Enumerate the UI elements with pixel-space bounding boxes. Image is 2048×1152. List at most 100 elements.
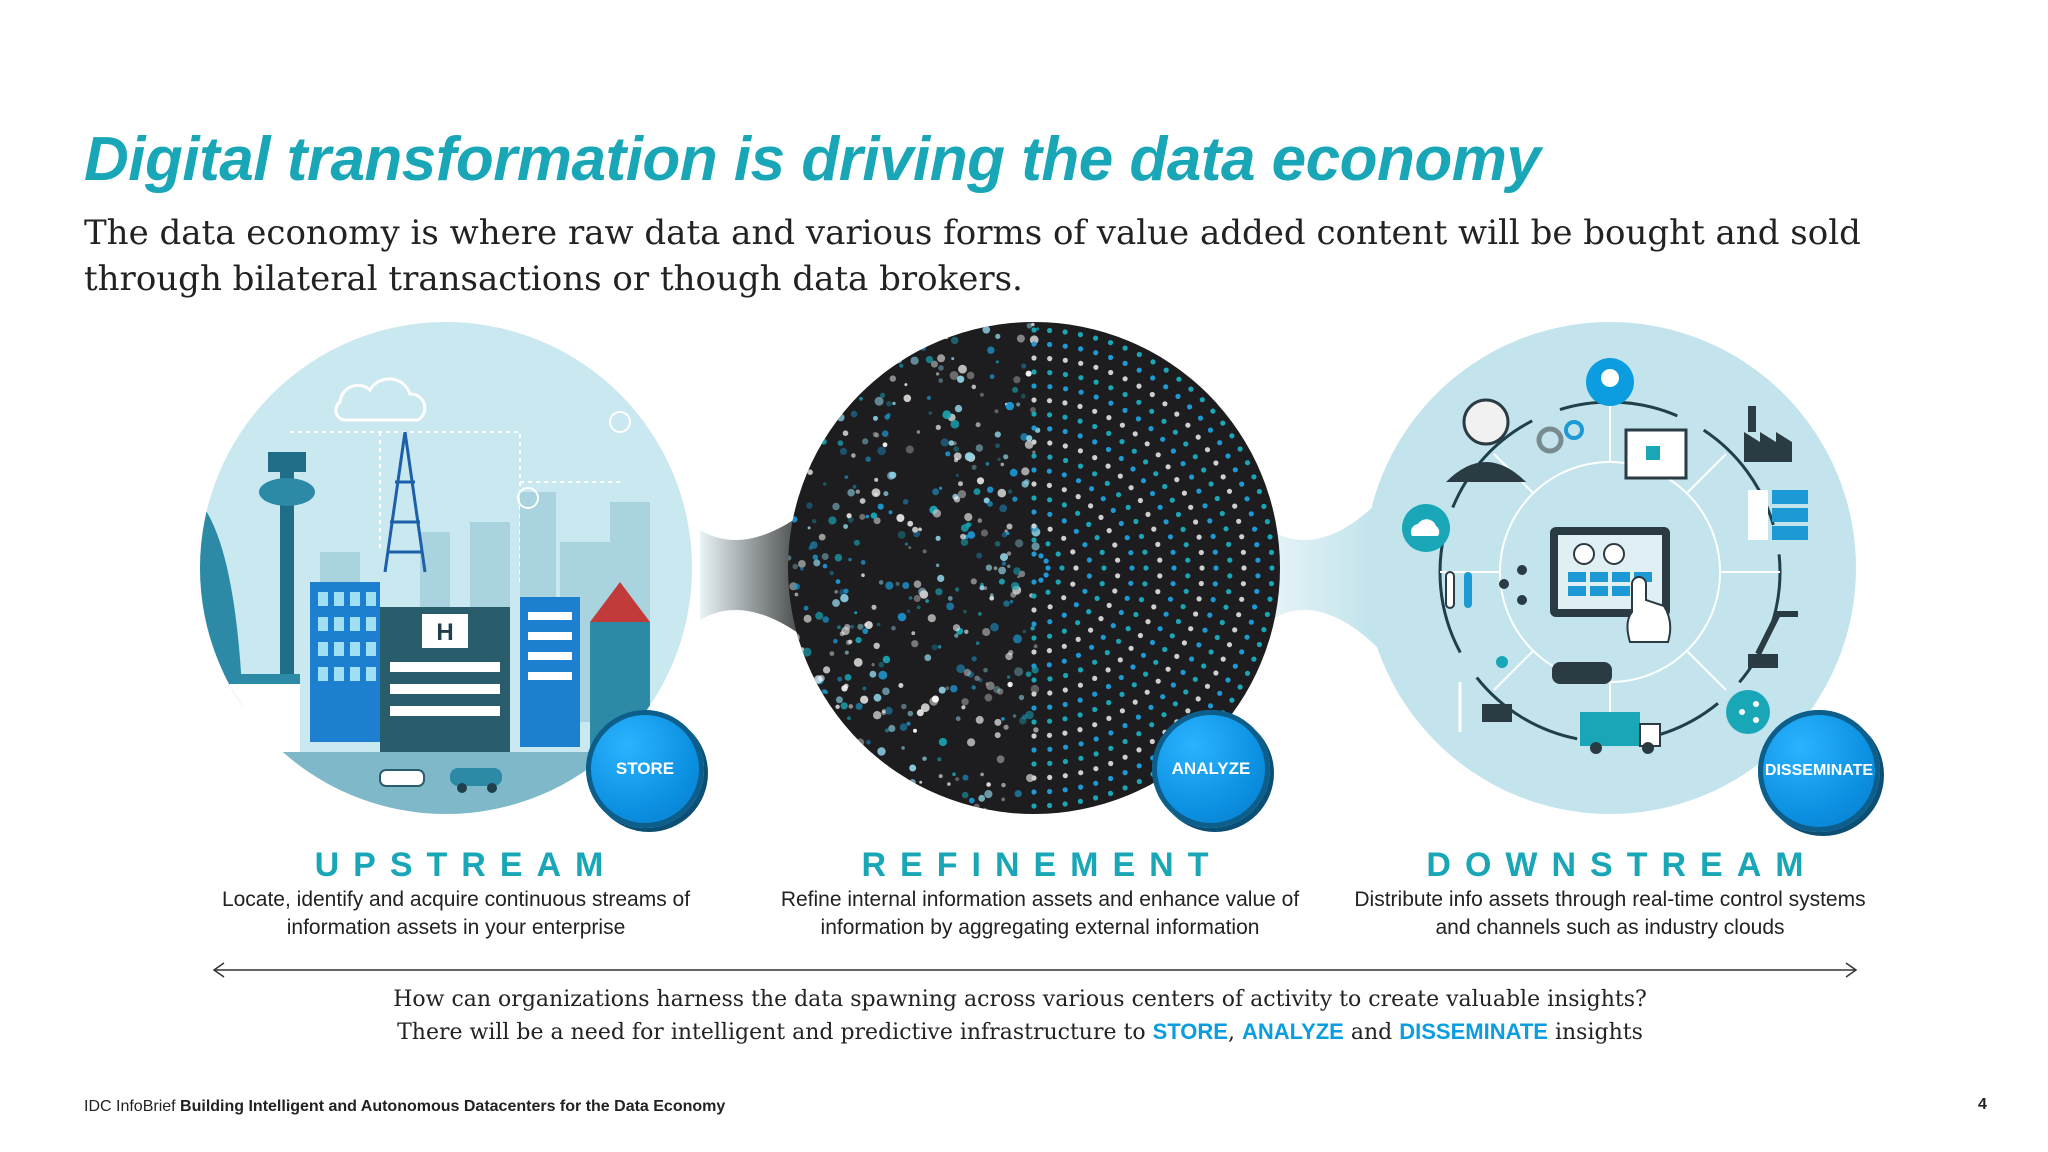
data-dot	[1185, 573, 1191, 579]
data-dot	[1137, 497, 1143, 504]
data-dot	[1125, 626, 1131, 632]
data-dot	[792, 563, 798, 570]
data-dot	[1267, 596, 1273, 602]
data-dot	[811, 380, 818, 387]
data-dot	[937, 645, 942, 649]
data-dot	[1167, 596, 1174, 602]
data-dot	[1261, 627, 1267, 633]
data-dot	[1122, 360, 1128, 366]
data-dot	[1188, 504, 1194, 510]
data-dot	[1162, 483, 1168, 490]
data-dot	[1093, 795, 1099, 801]
data-dot	[1265, 472, 1271, 478]
data-dot	[1239, 481, 1245, 487]
data-dot	[975, 715, 984, 724]
data-dot	[843, 524, 848, 529]
data-dot	[1046, 398, 1053, 404]
data-dot	[1031, 551, 1037, 557]
data-dot	[1183, 542, 1189, 548]
data-dot	[873, 415, 878, 421]
data-dot	[1047, 526, 1053, 532]
data-dot	[829, 651, 835, 656]
data-dot	[1031, 733, 1037, 739]
footer: IDC InfoBrief Building Intelligent and A…	[84, 1098, 725, 1116]
data-dot	[1133, 518, 1139, 525]
data-dot	[1149, 738, 1155, 745]
data-dot	[1196, 534, 1202, 540]
data-dot	[1001, 717, 1005, 721]
data-dot	[1210, 597, 1216, 603]
data-dot	[835, 579, 841, 584]
data-dot	[954, 404, 963, 413]
data-dot	[810, 386, 813, 390]
data-dot	[1092, 408, 1098, 414]
data-dot	[916, 605, 921, 610]
data-dot	[840, 702, 848, 710]
data-dot	[1009, 468, 1018, 477]
data-dot	[1251, 656, 1257, 662]
data-dot	[950, 324, 954, 328]
data-dot	[1132, 431, 1138, 437]
refinement-desc-line1: Refine internal information assets and e…	[780, 888, 1300, 911]
data-dot	[844, 475, 849, 479]
data-dot	[1094, 322, 1100, 327]
data-dot	[851, 453, 856, 458]
data-dot	[1149, 490, 1156, 497]
data-dot	[865, 514, 870, 519]
data-dot	[1124, 331, 1130, 337]
data-dot	[1152, 344, 1158, 350]
data-dot	[1062, 701, 1068, 708]
data-dot	[823, 752, 828, 757]
data-dot	[945, 451, 951, 457]
data-dot	[952, 441, 957, 446]
data-dot	[961, 791, 969, 799]
data-dot	[1149, 408, 1155, 414]
data-dot	[1136, 778, 1142, 785]
data-dot	[1047, 440, 1053, 446]
data-dot	[1047, 370, 1053, 376]
data-dot	[798, 322, 807, 331]
data-dot	[806, 378, 814, 386]
data-dot	[1252, 526, 1258, 532]
data-dot	[1045, 541, 1051, 547]
data-dot	[793, 764, 803, 774]
data-dot	[1117, 657, 1123, 663]
data-dot	[1180, 604, 1186, 610]
data-dot	[1001, 561, 1007, 566]
data-dot	[1244, 700, 1250, 706]
data-dot	[1092, 471, 1098, 477]
data-dot	[1204, 683, 1211, 689]
data-dot	[932, 509, 942, 518]
data-dot	[1077, 463, 1084, 469]
data-dot	[1212, 549, 1218, 555]
data-dot	[791, 332, 801, 342]
data-dot	[998, 566, 1006, 575]
data-dot	[1003, 600, 1010, 607]
data-dot	[815, 611, 824, 620]
data-dot	[1086, 521, 1092, 527]
data-dot	[1219, 619, 1225, 626]
data-dot	[816, 388, 824, 397]
data-dot	[976, 477, 985, 485]
data-dot	[1022, 629, 1026, 634]
data-dot	[1256, 641, 1262, 648]
data-dot	[1136, 367, 1142, 373]
data-dot	[1062, 371, 1068, 378]
data-dot	[794, 379, 802, 387]
data-dot	[1150, 359, 1156, 365]
data-dot	[821, 553, 829, 560]
data-dot	[932, 488, 939, 496]
data-dot	[1144, 689, 1150, 695]
data-dot	[1188, 386, 1194, 392]
data-dot	[1185, 422, 1191, 428]
data-dot	[1007, 564, 1011, 568]
data-dot	[868, 342, 872, 347]
data-dot	[888, 510, 893, 515]
data-dot	[1082, 542, 1088, 548]
data-dot	[844, 650, 849, 655]
data-dot	[1106, 602, 1112, 608]
data-dot	[1021, 363, 1027, 369]
data-dot	[978, 612, 982, 616]
data-dot	[897, 531, 906, 539]
data-dot	[1149, 391, 1155, 398]
